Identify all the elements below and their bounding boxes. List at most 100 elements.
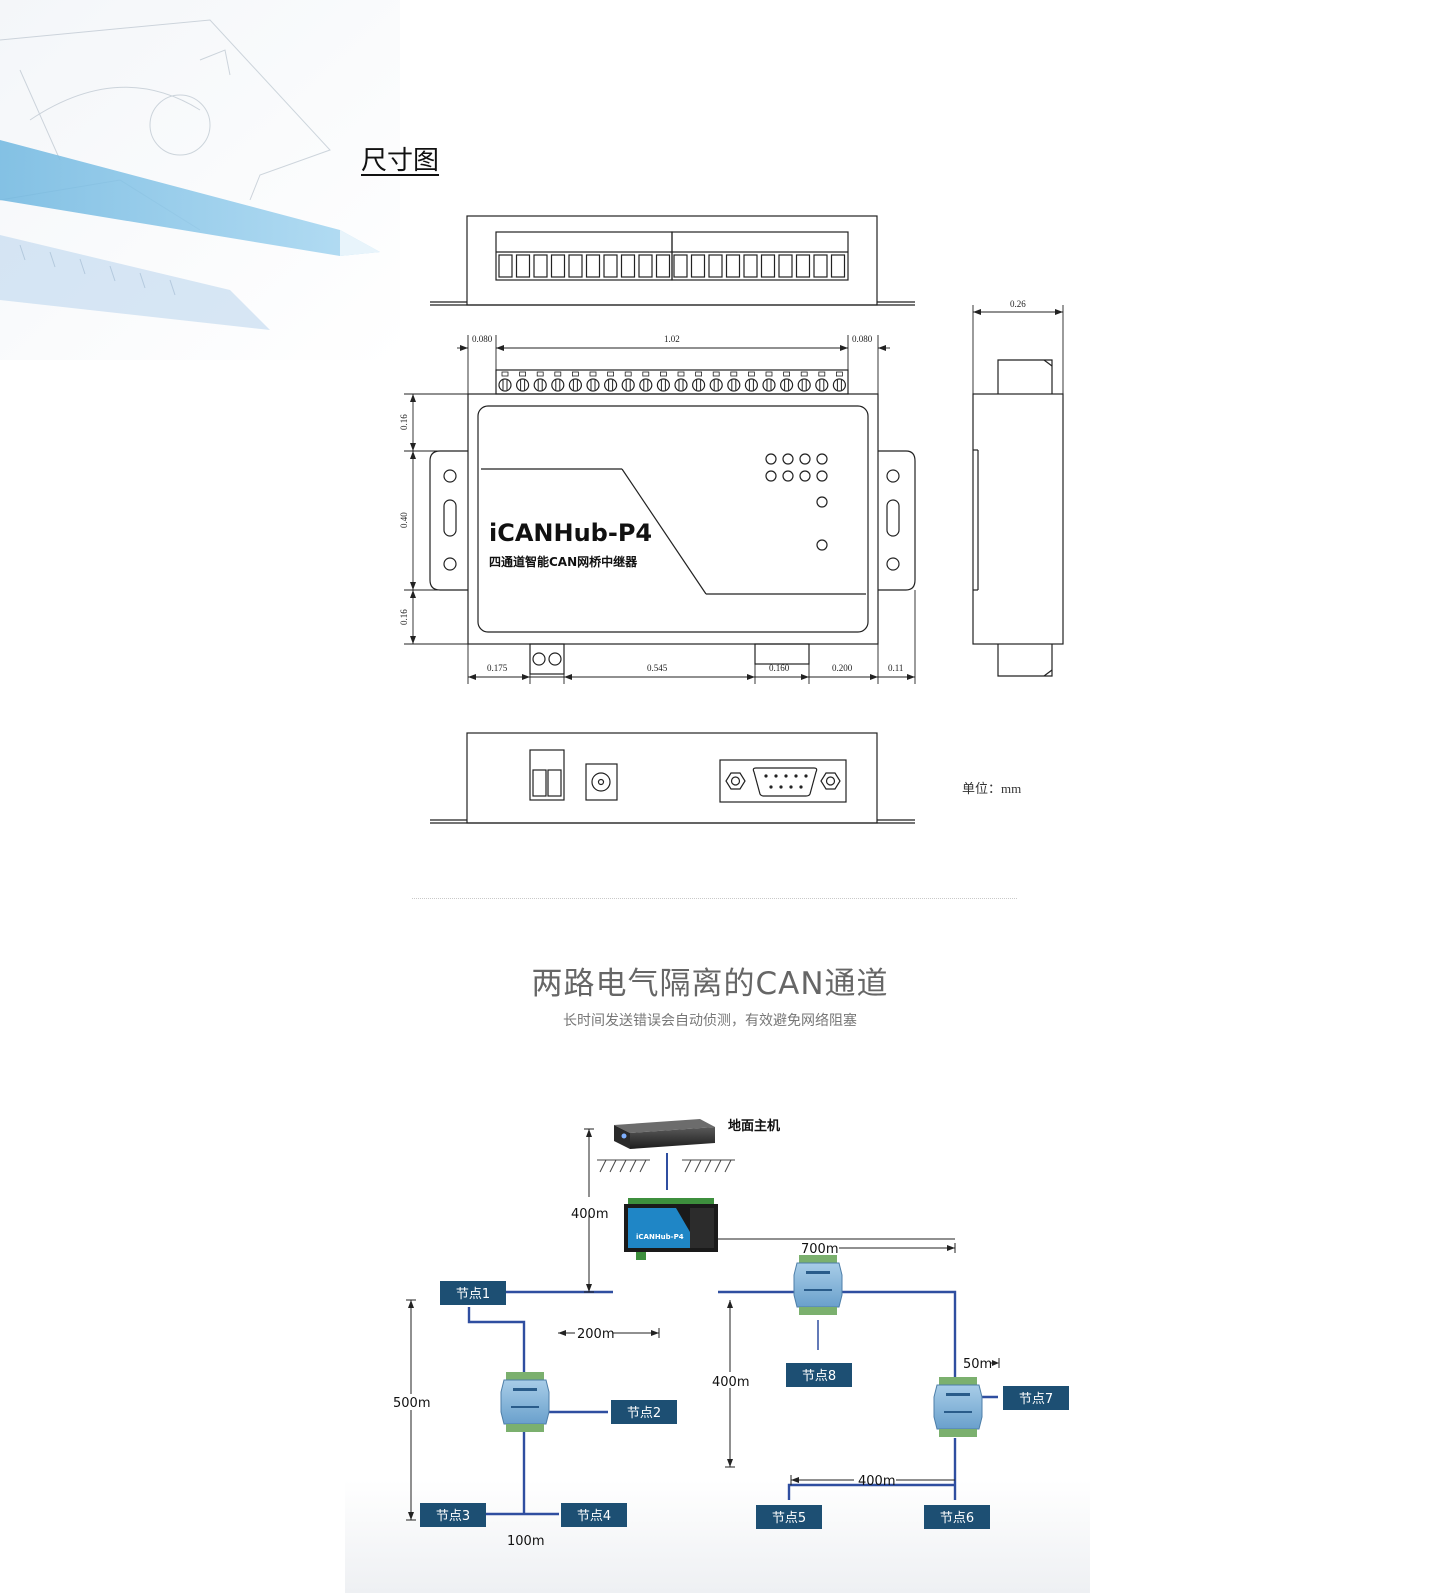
top-terminal-slot [585,254,601,278]
repeater-terminal [799,1307,837,1315]
distance-host-vertical: 400m [571,1207,608,1222]
repeater-body [793,1262,843,1308]
node-box: 节点2 [611,1400,677,1424]
blueprint-pencil-decoration [0,0,400,360]
terminal-screw-top [800,371,808,377]
terminal-screw-top [783,371,790,377]
terminal-screw-top [624,371,632,377]
top-terminal-slot [533,254,548,278]
node-box-bg [611,1400,677,1424]
top-terminal-slot [603,254,618,278]
top-terminal-slot [498,254,513,278]
top-terminal-slot [515,254,531,278]
repeater-terminal [799,1255,837,1263]
top-terminal-slot [620,254,636,278]
terminal-screw [727,378,741,392]
dim-bottom-1: 0.175 [487,663,508,673]
distance-bottom-left: 100m [507,1534,544,1549]
distance-left-vertical: 500m [393,1396,430,1411]
hub-label: iCANHub-P4 [636,1233,684,1241]
dim-height-3: 0.16 [399,609,409,625]
top-terminal-slot [638,254,653,278]
repeater-body [933,1384,983,1430]
repeater-logo [513,1388,537,1391]
terminal-screw-top [572,371,579,377]
node-box-bg [420,1503,486,1527]
terminal-screw-top [818,371,826,377]
terminal-screw-top [712,371,720,377]
node-label: 节点1 [456,1287,490,1302]
terminal-screw [568,378,583,392]
repeater-terminal [506,1372,544,1380]
node-box-bg [756,1505,822,1529]
node-label: 节点6 [940,1511,974,1526]
node-box-bg [561,1503,627,1527]
terminal-screw-top [607,371,614,377]
repeater-text [804,1289,832,1291]
dimension-drawing: 0.080 1.02 0.080 0.175 0.545 0.160 0.200… [399,215,1064,824]
feature-subtitle: 长时间发送错误会自动侦测，有效避免网络阻塞 [563,1013,857,1029]
dim-side-depth: 0.26 [1010,299,1026,309]
terminal-screw-top [554,371,562,377]
dim-front-width: 1.02 [664,334,680,344]
device-model: iCANHub-P4 [489,519,652,547]
terminal-screw [551,378,565,392]
top-terminal-slot [550,254,566,278]
ground-host-label: 地面主机 [728,1118,780,1134]
node-box-bg [440,1281,506,1305]
dim-height-2: 0.40 [399,512,409,528]
device-subtitle: 四通道智能CAN网桥中继器 [489,554,638,569]
node-label: 节点3 [436,1509,470,1524]
node-label: 节点5 [772,1511,806,1526]
terminal-screw [515,378,530,392]
repeater-logo [806,1271,830,1274]
terminal-screw [639,378,653,392]
section-title: 尺寸图 [361,146,440,176]
distance-right-vertical: 400m [712,1375,749,1390]
top-terminal-slot [673,254,688,278]
terminal-screw [815,378,829,392]
node-box-bg [1003,1386,1069,1410]
node-box: 节点4 [561,1503,627,1527]
terminal-screw-top [765,371,773,377]
node-box: 节点5 [756,1505,822,1529]
terminal-screw [709,378,723,392]
terminal-screw [797,378,811,392]
hub-device: iCANHub-P4 [624,1198,718,1260]
repeater-body [500,1379,550,1425]
terminal-screw [691,378,706,392]
top-terminal-slot [568,254,583,278]
terminal-screw [656,378,671,392]
terminal-screw-top [695,371,702,377]
terminal-screw [674,378,688,392]
terminal-screw-top [836,371,843,377]
dim-height-1: 0.16 [399,414,409,430]
ground-symbol [597,1159,735,1173]
top-terminal-slot [743,254,758,278]
top-terminal-slot [708,254,723,278]
top-terminal-slot [725,254,741,278]
terminal-screw-top [642,371,650,377]
feature-title: 两路电气隔离的CAN通道 [531,966,889,1002]
repeater-text [944,1411,972,1413]
node-box: 节点1 [440,1281,506,1305]
terminal-screw [621,378,635,392]
terminal-screw-top [536,371,544,377]
terminal-screw [603,378,618,392]
node-box: 节点7 [1003,1386,1069,1410]
top-terminal-block [498,254,846,278]
node-label: 节点2 [627,1406,661,1421]
terminal-screw-top [748,371,755,377]
distance-right-short: 50m [963,1357,992,1372]
diagram-background [345,1480,1090,1593]
node-box-bg [924,1505,990,1529]
node-box: 节点8 [786,1363,852,1387]
terminal-screw [832,378,847,392]
terminal-screw-top [730,371,738,377]
repeater-logo [946,1393,970,1396]
bus-lines [467,1290,998,1516]
terminal-screw-top [501,371,509,377]
node-label: 节点7 [1019,1392,1053,1407]
node-box: 节点6 [924,1505,990,1529]
